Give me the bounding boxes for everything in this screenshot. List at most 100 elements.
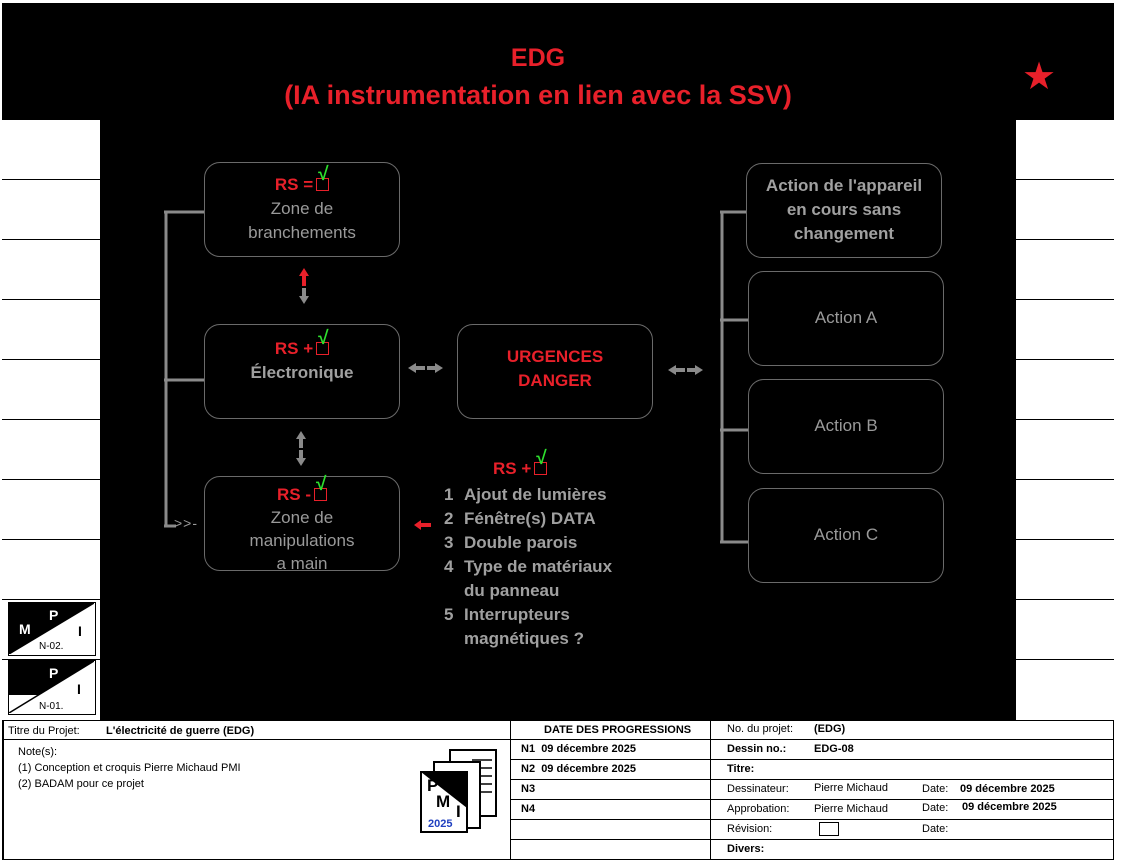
margin-rule [1016, 359, 1114, 360]
mpi-logo-n01: M P I N-01. [8, 660, 96, 715]
double-arrow-bottom-icon [296, 431, 306, 466]
progress-row: N2 09 décembre 2025 [521, 763, 636, 775]
list-item-cont: magnétiques ? [464, 629, 584, 648]
logo-letter: I [78, 623, 82, 639]
title-block [3, 720, 1113, 859]
box-label-line: Action B [814, 416, 878, 435]
box-label-line: Action de l'appareil [765, 176, 923, 195]
page-title: EDG [510, 44, 566, 72]
double-arrow-top-icon [299, 268, 309, 304]
box-label-line: Électronique [250, 363, 354, 382]
margin-rule [1016, 659, 1114, 660]
drawing-no: EDG-08 [814, 743, 854, 755]
box-action-b: Action B [748, 379, 944, 474]
pmi-2025-logo: P M I 2025 [420, 748, 500, 834]
box-label-line: en cours sans [786, 200, 902, 219]
box-action-a: Action A [748, 271, 944, 366]
box-electronique: RS +√ Électronique [204, 324, 400, 419]
box-urgences-danger: URGENCES DANGER [457, 324, 653, 419]
logo-letter: P [427, 776, 439, 795]
logo-letter: I [456, 802, 461, 821]
star-icon: ★ [1022, 56, 1057, 98]
margin-rule [1016, 599, 1114, 600]
box-label-line: branchements [248, 223, 356, 242]
logo-letter: P [49, 665, 59, 681]
project-no-label: No. du projet: [727, 723, 794, 735]
box-action-c: Action C [748, 488, 944, 583]
margin-rule [1016, 179, 1114, 180]
box-label-line: manipulations [249, 531, 355, 550]
designer: Pierre Michaud [814, 782, 888, 794]
double-arrow-left-icon [408, 363, 443, 373]
misc-label: Divers: [727, 843, 765, 855]
margin-rule [2, 179, 100, 180]
box-zone-manipulations: RS -√ Zone de manipulations a main [204, 475, 400, 573]
urgences-label: URGENCES [506, 347, 604, 366]
revision-label: Révision: [727, 823, 773, 835]
rs-label: RS + [493, 459, 532, 478]
rs-label: RS - [277, 485, 311, 504]
drawing-no-label: Dessin no.: [727, 743, 787, 755]
box-action-appareil: Action de l'appareil en cours sans chang… [746, 163, 942, 258]
approval: Pierre Michaud [814, 803, 888, 815]
checkbox-checked-icon: √ [316, 165, 330, 191]
list-rs-heading: RS +√ [493, 449, 548, 479]
designer-date: 09 décembre 2025 [960, 783, 1055, 795]
designer-date-label: Date: [922, 783, 949, 795]
note-line: (1) Conception et croquis Pierre Michaud… [18, 762, 241, 774]
designer-label: Dessinateur: [727, 783, 789, 795]
margin-rule [1016, 479, 1114, 480]
box-label-line: Action C [813, 525, 879, 544]
margin-rule [1016, 539, 1114, 540]
margin-rule [2, 659, 100, 660]
margin-rule [2, 239, 100, 240]
progress-row: N3 [521, 783, 536, 795]
checkbox-checked-icon: √ [534, 449, 548, 475]
revision-date-label: Date: [922, 823, 949, 835]
progress-row: N1 09 décembre 2025 [521, 743, 636, 755]
box-label-line: a main [276, 554, 328, 573]
margin-rule [2, 299, 100, 300]
progress-row: N4 [521, 803, 536, 815]
margin-rule [2, 479, 100, 480]
double-arrow-right-icon [668, 365, 703, 375]
right-margin-column [1016, 120, 1114, 720]
box-label-line: Zone de [270, 199, 334, 218]
margin-rule [2, 359, 100, 360]
logo-year: 2025 [428, 818, 453, 830]
rs-label: RS = [274, 175, 314, 194]
red-arrow-left-icon [414, 520, 431, 530]
list-item-cont: du panneau [464, 581, 560, 600]
box-zone-branchements: RS =√ Zone de branchements [204, 162, 400, 257]
margin-rule [2, 419, 100, 420]
box-label-line: Action A [814, 308, 878, 327]
notes-label: Note(s): [18, 746, 58, 758]
page-subtitle: (IA instrumentation en lien avec la SSV) [284, 80, 792, 110]
logo-letter: M [19, 621, 31, 637]
logo-letter: M [436, 792, 451, 811]
logo-letter: M [15, 681, 27, 697]
mpi-logo-n02: M P I N-02. [8, 602, 96, 656]
checkbox-checked-icon: √ [316, 329, 330, 355]
approval-date: 09 décembre 2025 [962, 801, 1057, 813]
margin-rule [1016, 299, 1114, 300]
margin-rule [1016, 239, 1114, 240]
approval-label: Approbation: [727, 803, 790, 815]
revision-box[interactable] [819, 822, 839, 836]
approval-date-label: Date: [922, 802, 949, 814]
logo-code: N-02. [39, 641, 64, 652]
margin-rule [1016, 419, 1114, 420]
rs-label: RS + [274, 339, 314, 358]
margin-rule [2, 539, 100, 540]
box-label-line: Zone de [270, 508, 334, 527]
logo-letter: I [77, 681, 81, 697]
danger-label: DANGER [518, 371, 592, 390]
margin-rule [2, 599, 100, 600]
checkbox-checked-icon: √ [314, 475, 327, 501]
